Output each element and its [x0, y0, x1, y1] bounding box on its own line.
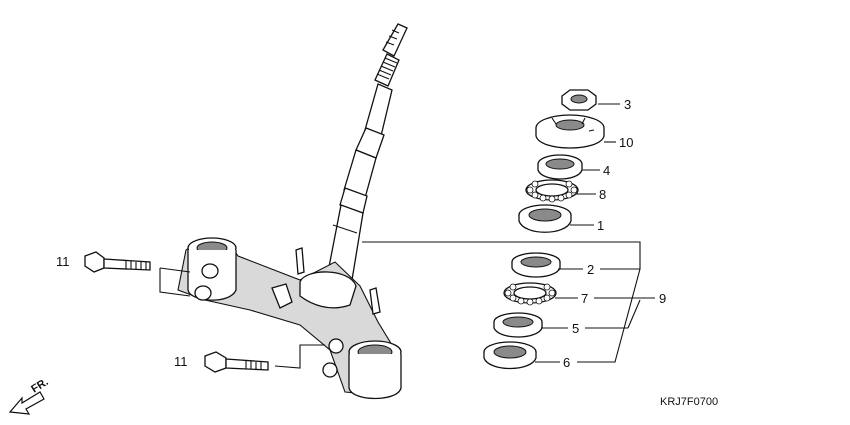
part-6-dust-seal[interactable]: [483, 341, 537, 370]
callout-1: 1: [597, 218, 604, 233]
callout-11-lower: 11: [174, 354, 188, 369]
callout-9: 9: [659, 291, 666, 306]
steering-stem[interactable]: [327, 23, 408, 281]
part-1-race[interactable]: [518, 204, 572, 233]
part-4-race[interactable]: [537, 154, 583, 180]
callout-8: 8: [599, 187, 606, 202]
callout-6: 6: [563, 355, 570, 370]
steering-bracket[interactable]: [177, 237, 402, 400]
bolt-11-upper-leader: [159, 267, 191, 297]
front-direction-arrow: FR.: [8, 376, 51, 415]
callout-10: 10: [619, 135, 633, 150]
part-7-bearing[interactable]: [503, 282, 557, 306]
diagram-code: KRJ7F0700: [660, 396, 718, 408]
callout-7: 7: [581, 291, 588, 306]
callout-3: 3: [624, 97, 631, 112]
leader-lines: [362, 103, 655, 363]
bolt-11-upper[interactable]: [84, 251, 151, 273]
part-2-race[interactable]: [511, 252, 561, 278]
part-3-lock-nut[interactable]: [561, 89, 597, 111]
callout-2: 2: [587, 262, 594, 277]
callout-11-upper: 11: [56, 254, 70, 269]
part-5-race[interactable]: [493, 312, 543, 338]
bolt-11-lower-leader: [274, 344, 325, 369]
bolt-11-lower[interactable]: [204, 351, 269, 373]
callout-5: 5: [572, 321, 579, 336]
callout-4: 4: [603, 163, 610, 178]
part-8-bearing[interactable]: [525, 179, 579, 203]
part-10-adjusting-nut[interactable]: [535, 114, 605, 149]
direction-label: FR.: [29, 376, 50, 396]
